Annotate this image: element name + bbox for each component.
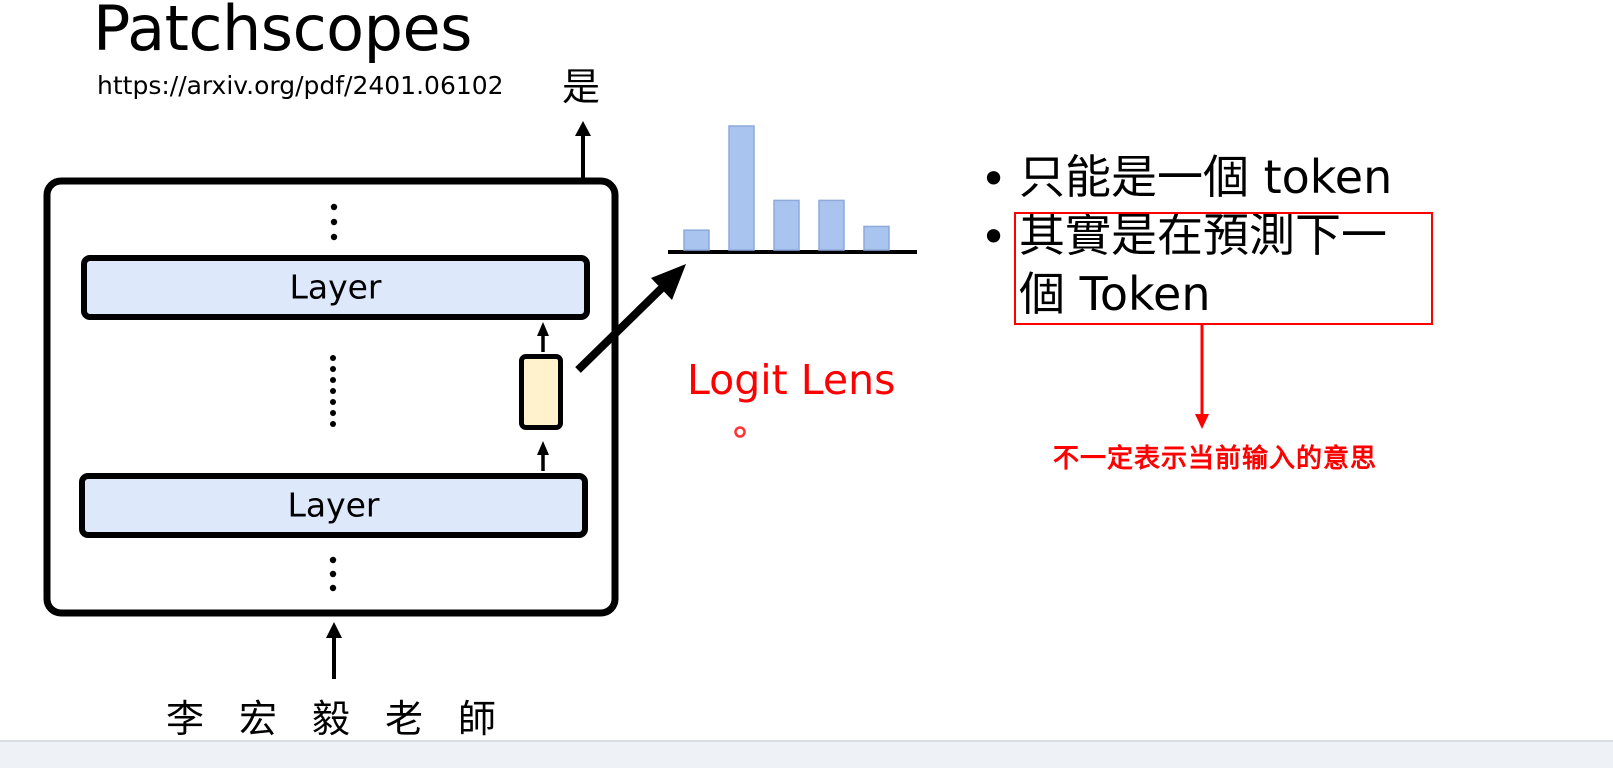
layer-lower-label: Layer [287, 485, 380, 525]
hidden-state-vector [519, 354, 563, 430]
annotation-note: 不一定表示当前输入的意思 [1053, 444, 1378, 474]
pointer-marker [734, 426, 746, 438]
distribution-bar [818, 199, 845, 251]
layer-lower: Layer [79, 473, 588, 538]
distribution-bar [683, 229, 710, 251]
layer-upper: Layer [81, 255, 590, 320]
ellipsis-middle [330, 355, 336, 427]
ellipsis-bottom [329, 556, 337, 592]
bullet-next-token-line1: 其實是在預測下一 [1019, 208, 1387, 262]
distribution-bar [773, 199, 800, 251]
output-token: 是 [562, 65, 601, 109]
distribution-bar [728, 125, 755, 251]
input-tokens: 李宏毅老師 [166, 700, 531, 738]
layer-upper-label: Layer [289, 267, 382, 307]
logit-lens-label: Logit Lens [687, 356, 896, 404]
input-token: 李 [166, 697, 205, 741]
paper-url: https://arxiv.org/pdf/2401.06102 [97, 71, 504, 100]
highlight-box [1014, 212, 1433, 325]
bullet-dot: • [980, 152, 1008, 206]
bullet-next-token-line2: 個 Token [1019, 267, 1211, 321]
distribution-bar [863, 225, 890, 251]
bullet-one-token: 只能是一個 token [1019, 150, 1393, 204]
distribution-bars [683, 125, 890, 251]
input-token: 老 [385, 697, 424, 741]
input-token: 毅 [312, 697, 351, 741]
ellipsis-top [330, 203, 338, 241]
bottom-strip [0, 740, 1613, 768]
logit-lens-arrow [575, 279, 671, 373]
slide-title: Patchscopes [93, 0, 472, 65]
bullet-dot: • [980, 210, 1008, 264]
transformer-frame [43, 177, 619, 617]
input-token: 宏 [239, 697, 278, 741]
input-token: 師 [458, 697, 497, 741]
